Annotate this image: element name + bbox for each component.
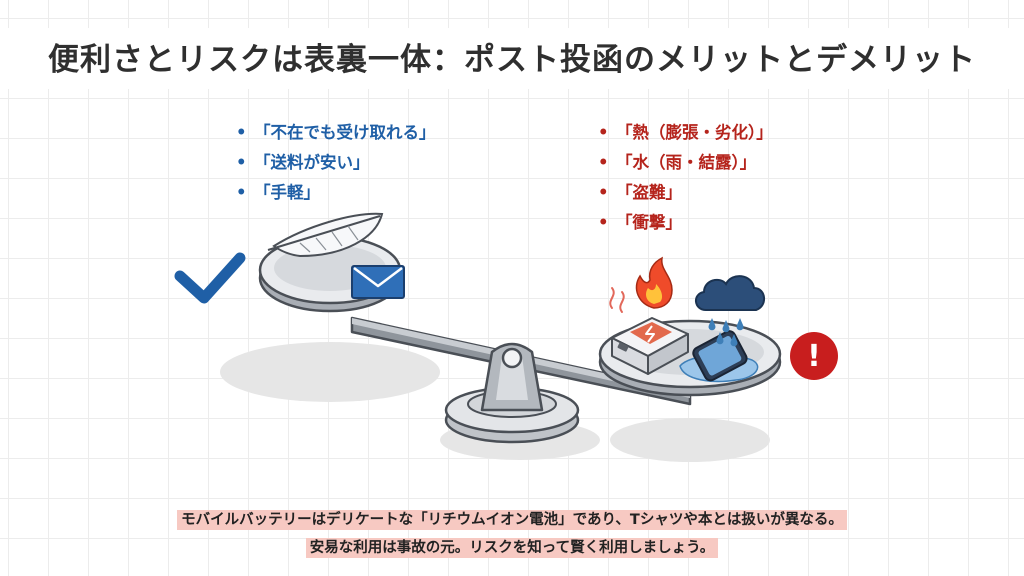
risks-list: • 「熱（膨張・劣化）」 • 「水（雨・結露）」 • 「盗難」 • 「衝撃」 [598, 118, 773, 238]
bullet: • [236, 153, 247, 172]
merit-item: • 「手軽」 [236, 178, 436, 208]
bullet: • [236, 123, 247, 142]
risk-label: 「水（雨・結露）」 [616, 153, 757, 172]
merit-label: 「送料が安い」 [254, 153, 370, 172]
merits-list: • 「不在でも受け取れる」 • 「送料が安い」 • 「手軽」 [236, 118, 436, 208]
heat-waves-icon [609, 287, 625, 313]
rain-cloud-icon [695, 275, 765, 347]
feather-icon [267, 212, 384, 258]
merit-label: 「手軽」 [254, 183, 320, 202]
risk-item: • 「熱（膨張・劣化）」 [598, 118, 773, 148]
risk-label: 「盗難」 [616, 183, 682, 202]
envelope-icon [351, 265, 405, 299]
risk-label: 「衝撃」 [616, 213, 682, 232]
battery-icon [611, 317, 689, 375]
warning-exclamation-icon: ! [790, 332, 838, 380]
risk-label: 「熱（膨張・劣化）」 [616, 123, 773, 142]
merit-item: • 「不在でも受け取れる」 [236, 118, 436, 148]
risk-item: • 「水（雨・結露）」 [598, 148, 773, 178]
bullet: • [598, 213, 609, 232]
caption-text-1: モバイルバッテリーはデリケートな「リチウムイオン電池」であり、Tシャツや本とは扱… [177, 510, 847, 530]
merit-item: • 「送料が安い」 [236, 148, 436, 178]
bullet: • [598, 153, 609, 172]
scale-fulcrum [480, 342, 544, 412]
page-title: 便利さとリスクは表裏一体：ポスト投函のメリットとデメリット [0, 28, 1024, 89]
warning-glyph: ! [807, 339, 821, 374]
caption-text-2: 安易な利用は事故の元。リスクを知って賢く利用しましょう。 [305, 538, 719, 558]
checkmark-icon [174, 252, 246, 304]
bullet: • [598, 123, 609, 142]
bullet: • [236, 183, 247, 202]
caption-line-2: 安易な利用は事故の元。リスクを知って賢く利用しましょう。 [0, 536, 1024, 558]
bullet: • [598, 183, 609, 202]
flame-icon [635, 256, 673, 309]
caption-line-1: モバイルバッテリーはデリケートな「リチウムイオン電池」であり、Tシャツや本とは扱… [0, 508, 1024, 530]
merit-label: 「不在でも受け取れる」 [254, 123, 436, 142]
risk-item: • 「盗難」 [598, 178, 773, 208]
risk-item: • 「衝撃」 [598, 208, 773, 238]
